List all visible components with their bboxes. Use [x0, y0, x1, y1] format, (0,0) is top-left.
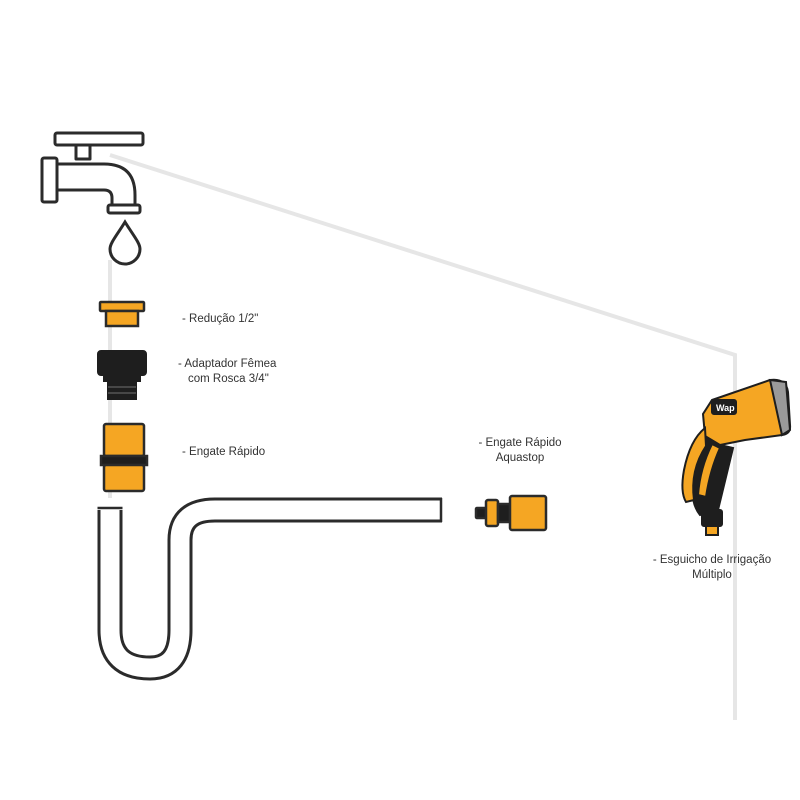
label-aquastop-line2: Aquastop: [495, 452, 545, 464]
label-engate-rapido: - Engate Rápido: [182, 445, 265, 460]
label-reducao: - Redução 1/2": [182, 312, 258, 327]
label-adaptador-line2: com Rosca 3/4": [188, 373, 269, 385]
label-aquastop-line1: - Engate Rápido: [478, 437, 562, 449]
brand-logo: Wap: [716, 403, 735, 413]
label-esguicho-line1: - Esguicho de Irrigação: [652, 554, 772, 566]
label-esguicho-line2: Múltiplo: [692, 569, 732, 581]
reducao-fitting: [98, 300, 146, 328]
label-adaptador: - Adaptador Fêmea com Rosca 3/4": [178, 357, 276, 387]
faucet-icon: [40, 131, 145, 215]
engate-aquastop-fitting: [474, 494, 548, 532]
label-reducao-text: - Redução 1/2": [182, 313, 259, 325]
adaptador-femea-fitting: [97, 350, 147, 400]
esguicho-spray-gun-icon: [681, 378, 792, 536]
water-drop-icon: [108, 219, 142, 266]
label-adaptador-line1: - Adaptador Fêmea: [178, 358, 277, 370]
guide-lines: [108, 153, 737, 720]
label-esguicho: - Esguicho de Irrigação Múltiplo: [632, 553, 792, 583]
hose: [97, 497, 442, 681]
engate-rapido-fitting: [99, 422, 149, 493]
label-aquastop: - Engate Rápido Aquastop: [460, 436, 580, 466]
label-engate-rapido-text: - Engate Rápido: [182, 446, 266, 458]
